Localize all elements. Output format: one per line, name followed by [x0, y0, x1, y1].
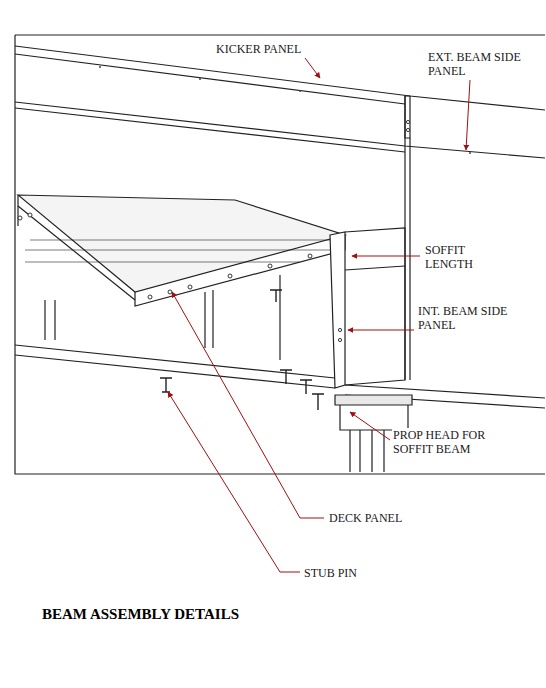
part-label: EXT. BEAM SIDE PANEL: [427, 50, 529, 78]
part-label: STUB PIN: [303, 566, 358, 580]
part-label: PROP HEAD FOR SOFFIT BEAM: [392, 428, 514, 456]
part-label: INT. BEAM SIDE PANEL: [417, 304, 537, 332]
part-label: DECK PANEL: [328, 511, 403, 525]
diagram-title: BEAM ASSEMBLY DETAILS: [42, 606, 239, 623]
part-label: SOFFIT LENGTH: [424, 243, 501, 271]
part-label: KICKER PANEL: [215, 42, 302, 56]
